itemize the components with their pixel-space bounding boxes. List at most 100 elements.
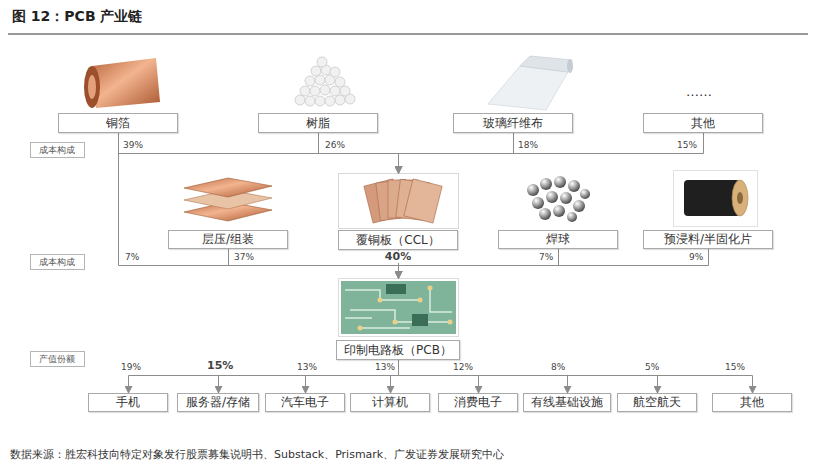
prepreg-picture — [674, 171, 758, 227]
label-box: 有线基础设施 — [523, 393, 611, 412]
chain-node: 焊球 — [498, 175, 618, 249]
node-text: 其他 — [691, 116, 715, 130]
flow-connector — [306, 360, 399, 393]
chain-node: 玻璃纤维布 — [453, 55, 573, 133]
section-tag: 成本构成 — [30, 254, 85, 270]
flow-connector — [119, 133, 399, 173]
chain-node: 预浸料/半固化片 — [643, 170, 773, 249]
node-text: 其他 — [740, 395, 764, 409]
node-text: 服务器/存储 — [186, 395, 250, 409]
share-percent: 15% — [676, 141, 698, 151]
share-percent: 7% — [124, 253, 140, 263]
label-box: 印制电路板（PCB） — [336, 340, 460, 360]
label-box: 手机 — [88, 393, 168, 412]
node-text: 预浸料/半固化片 — [664, 232, 752, 246]
section-tag: 成本构成 — [30, 142, 85, 158]
node-text: 产值份额 — [39, 354, 75, 364]
node-text: 印制电路板（PCB） — [344, 343, 452, 357]
chain-node: 铜箔 — [58, 55, 178, 133]
flow-connector — [399, 360, 753, 393]
flow-connector — [219, 360, 399, 393]
source-note: 数据来源：胜宏科技向特定对象发行股票募集说明书、Substack、Prismar… — [10, 448, 504, 461]
share-percent: 8% — [550, 363, 566, 373]
node-text: 有线基础设施 — [531, 395, 603, 409]
title-rule — [8, 34, 808, 35]
chain-node: 服务器/存储 — [177, 393, 259, 412]
laminate-picture — [184, 178, 272, 221]
node-text: 成本构成 — [39, 145, 75, 155]
tag-box: 成本构成 — [30, 254, 85, 270]
share-percent: 39% — [122, 141, 144, 151]
ccl-picture — [339, 174, 459, 229]
label-box: 覆铜板（CCL） — [338, 230, 458, 250]
ellipsis-mark: …… — [686, 84, 712, 100]
share-percent: 15% — [206, 360, 234, 372]
flow-connector — [399, 249, 709, 278]
node-text: 覆铜板（CCL） — [356, 233, 439, 247]
label-box: 其他 — [712, 393, 792, 412]
label-box: 树脂 — [258, 113, 378, 133]
share-percent: 13% — [296, 363, 318, 373]
resin-picture — [295, 57, 355, 106]
node-text: 玻璃纤维布 — [483, 116, 543, 130]
label-box: 焊球 — [498, 230, 618, 249]
chain-node: 覆铜板（CCL） — [338, 173, 458, 250]
share-percent: 5% — [644, 363, 660, 373]
tag-box: 成本构成 — [30, 142, 85, 158]
label-box: 消费电子 — [438, 393, 518, 412]
node-text: 成本构成 — [39, 257, 75, 267]
copper-foil-picture — [78, 54, 162, 110]
share-percent: 19% — [120, 363, 142, 373]
label-box: 汽车电子 — [265, 393, 345, 412]
chain-node: 层压/组装 — [168, 178, 288, 249]
section-tag: 产值份额 — [30, 351, 85, 367]
flow-connector — [399, 360, 479, 393]
label-box: 航空航天 — [617, 393, 697, 412]
glass-fibre-picture — [484, 54, 574, 112]
solder-ball-picture — [527, 176, 590, 222]
chain-node: 汽车电子 — [265, 393, 345, 412]
share-percent: 7% — [538, 253, 554, 263]
share-percent: 18% — [517, 141, 539, 151]
label-box: 服务器/存储 — [177, 393, 259, 412]
node-text: 树脂 — [306, 116, 330, 130]
node-text: 焊球 — [546, 232, 570, 246]
chain-node: 其他 — [643, 113, 763, 133]
share-percent: 37% — [233, 253, 255, 263]
chain-node: 手机 — [88, 393, 168, 412]
label-box: 计算机 — [350, 393, 430, 412]
node-text: 层压/组装 — [202, 232, 254, 246]
flow-connector — [399, 249, 559, 278]
label-box: 铜箔 — [58, 113, 178, 133]
node-text: 计算机 — [372, 395, 408, 409]
flow-connector — [119, 133, 399, 278]
chain-node: 印制电路板（PCB） — [336, 278, 460, 360]
node-text: 汽车电子 — [281, 395, 329, 409]
chain-node: 航空航天 — [617, 393, 697, 412]
share-percent: 40% — [384, 251, 412, 263]
node-text: 手机 — [116, 395, 140, 409]
label-box: 玻璃纤维布 — [453, 113, 573, 133]
share-percent: 9% — [688, 253, 704, 263]
chain-node: 计算机 — [350, 393, 430, 412]
flow-connector — [399, 360, 568, 393]
label-box: 其他 — [643, 113, 763, 133]
flow-connector — [129, 360, 399, 393]
flow-connector — [229, 249, 399, 278]
chain-node: 树脂 — [258, 55, 378, 133]
share-percent: 12% — [452, 363, 474, 373]
figure-title: 图 12：PCB 产业链 — [12, 8, 142, 26]
share-percent: 13% — [374, 363, 396, 373]
flow-connector — [399, 133, 704, 173]
share-percent: 15% — [724, 363, 746, 373]
label-box: 层压/组装 — [168, 230, 288, 249]
label-box: 预浸料/半固化片 — [643, 230, 773, 249]
chain-node: 有线基础设施 — [523, 393, 611, 412]
node-text: 航空航天 — [633, 395, 681, 409]
chain-node: 消费电子 — [438, 393, 518, 412]
flow-connector — [399, 360, 658, 393]
share-percent: 26% — [324, 141, 346, 151]
chain-node: 其他 — [712, 393, 792, 412]
tag-box: 产值份额 — [30, 351, 85, 367]
